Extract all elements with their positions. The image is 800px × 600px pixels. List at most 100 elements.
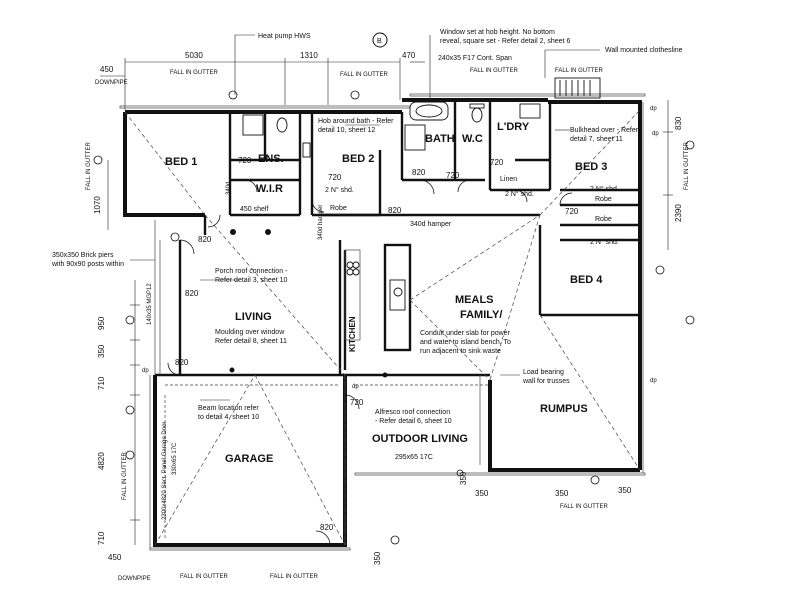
note-hob-line2: detail 10, sheet 12	[318, 127, 375, 134]
room-family: FAMILY/	[460, 309, 502, 321]
note-conduit-line1: Conduit under slab for power	[420, 330, 511, 337]
room-outdoor-living: OUTDOOR LIVING	[372, 433, 468, 445]
thin-lines	[119, 93, 646, 551]
clothesline-icon	[554, 77, 601, 99]
dp-label-5: dp	[352, 384, 359, 390]
gutter-label-7: FALL IN GUTTER	[560, 504, 608, 510]
room-meals: MEALS	[455, 294, 494, 306]
room-wir: W.I.R	[256, 183, 283, 195]
dim-1070: 1070	[93, 196, 102, 214]
room-linen: Linen	[500, 176, 517, 183]
note-conduit-line3: run adjacent to sink waste	[420, 348, 501, 355]
gutter-label-5: FALL IN GUTTER	[180, 574, 228, 580]
dim-4820: 4820	[97, 452, 106, 470]
note-alfresco-line2: - Refer detail 6, sheet 10	[375, 418, 452, 425]
gutter-arrows	[93, 90, 695, 545]
note-clothesline: Wall mounted clothesline	[605, 47, 683, 54]
note-moulding-line1: Moulding over window	[215, 329, 285, 336]
door-720-c: 720	[446, 171, 460, 180]
door-820-b: 820	[388, 206, 402, 215]
room-ldry: L'DRY	[497, 121, 530, 133]
door-820-d: 820	[175, 358, 189, 367]
dim-1310: 1310	[300, 51, 318, 60]
note-shd-3: 2 N° shd.	[590, 185, 619, 193]
note-conduit-line2: and water to island bench. To	[420, 339, 511, 346]
door-720-b: 720	[328, 173, 342, 182]
gutter-label-9: FALL IN GUTTER	[86, 142, 92, 190]
note-load-line2: wall for trusses	[522, 378, 570, 385]
room-garage: GARAGE	[225, 453, 273, 465]
gutter-label-3: FALL IN GUTTER	[470, 68, 518, 74]
door-340: 340d	[226, 182, 232, 195]
dim-950: 950	[97, 316, 106, 330]
dim-350-b1: 350	[475, 489, 489, 498]
top-dimensions	[100, 58, 425, 110]
exterior-walls	[123, 98, 642, 547]
dp-label-3: dp	[650, 378, 657, 384]
dim-450-top: 450	[100, 65, 114, 74]
door-720-f: 720	[565, 207, 579, 216]
note-alfresco-line1: Alfresco roof connection	[375, 409, 450, 416]
note-piers-line1: 350x350 Brick piers	[52, 252, 114, 259]
dim-470: 470	[402, 51, 416, 60]
dim-350-b4: 350	[373, 551, 382, 565]
note-hamper: 340d hamper	[410, 221, 452, 228]
room-bed3: BED 3	[575, 161, 607, 173]
note-porch-line1: Porch roof connection -	[215, 268, 288, 275]
dp-label-4: dp	[652, 131, 659, 137]
note-beam-140: 140x35 MGP12	[147, 283, 153, 325]
note-garage-door: 2300x4820 Sect. Panel Garage Door	[162, 422, 168, 520]
room-bed4: BED 4	[570, 274, 603, 286]
leader-lines	[130, 34, 600, 401]
right-dimensions	[663, 100, 673, 250]
gutter-label-10: FALL IN GUTTER	[122, 452, 128, 500]
gutter-label-2: FALL IN GUTTER	[340, 72, 388, 78]
door-820-a: 820	[198, 235, 212, 244]
piers	[229, 229, 388, 378]
dim-830: 830	[674, 116, 683, 130]
note-window-line1: Window set at hob height. No bottom	[440, 29, 555, 36]
note-beam-295: 295x65 17C	[395, 454, 433, 461]
note-hamper-vertical: 340d hamper	[318, 205, 324, 240]
note-beam-location-line1: Beam location refer	[198, 405, 259, 412]
dim-710-left-b: 710	[97, 531, 106, 545]
dim-2390: 2390	[674, 204, 683, 222]
dp-label-1: dp	[650, 106, 657, 112]
note-shd-4: 2 N° shd.	[590, 238, 619, 246]
note-robe-3: Robe	[595, 216, 612, 223]
note-shd-1: 2 N° shd.	[325, 186, 354, 194]
note-beam-location-line2: to detail 4, sheet 10	[198, 414, 259, 421]
downpipe-label-2: DOWNPIPE	[118, 576, 151, 582]
door-swings	[167, 179, 573, 546]
bathroom-fixtures	[242, 101, 541, 311]
room-bed2: BED 2	[342, 153, 374, 165]
note-load-line1: Load bearing	[523, 369, 564, 376]
dim-450-bottom: 450	[108, 553, 122, 562]
note-heat-pump: Heat pump HWS	[258, 33, 311, 40]
note-shelf: 450 shelf	[240, 206, 268, 213]
note-bulkhead-line1: Bulkhead over - Refer	[570, 127, 639, 134]
section-label: B	[377, 38, 382, 45]
note-moulding-line2: Refer detail 8, sheet 11	[215, 338, 287, 345]
dim-710-left-a: 710	[97, 376, 106, 390]
door-820-c: 820	[185, 289, 199, 298]
note-porch-line2: Refer detail 3, sheet 10	[215, 277, 287, 284]
dim-5030: 5030	[185, 51, 203, 60]
room-rumpus: RUMPUS	[540, 403, 588, 415]
note-piers-line2: with 90x90 posts within	[51, 261, 124, 268]
note-hob-line1: Hob around bath - Refer	[318, 118, 394, 125]
section-marker-icon	[372, 32, 388, 48]
room-wc: W.C	[462, 133, 483, 145]
dp-label-2: dp	[142, 368, 149, 374]
room-bed1: BED 1	[165, 156, 197, 168]
gutter-label-6: FALL IN GUTTER	[270, 574, 318, 580]
gutter-label-4: FALL IN GUTTER	[555, 68, 603, 74]
door-720-e: 720	[350, 398, 364, 407]
room-kitchen: KITCHEN	[348, 316, 357, 352]
door-720-d: 720	[490, 158, 504, 167]
note-bulkhead-line2: detail 7, sheet 11	[570, 136, 623, 143]
left-dimensions	[107, 160, 140, 545]
note-shd-2: 2 N° shd.	[505, 190, 534, 198]
dim-350-left: 350	[97, 344, 106, 358]
